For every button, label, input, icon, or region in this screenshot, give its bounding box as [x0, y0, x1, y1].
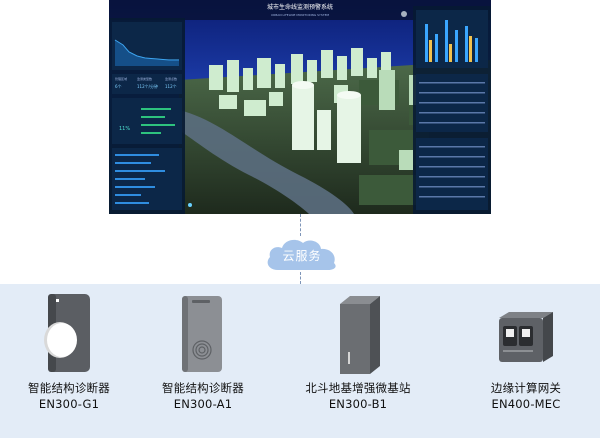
device-model-2: EN300-A1 — [173, 397, 233, 411]
cloud-icon — [267, 239, 336, 270]
diagnostic-device-a1-icon — [182, 296, 222, 372]
device-label-2: 智能结构诊断器 EN300-A1 — [148, 380, 258, 412]
device-model-3: EN300-B1 — [328, 397, 388, 411]
device-label-4: 边缘计算网关 EN400-MEC — [462, 380, 590, 412]
stat-value-1: 6个 — [115, 84, 122, 89]
stat-label-3: 监测点数 — [165, 76, 177, 81]
device-en300-b1 — [334, 290, 384, 382]
device-en300-a1 — [178, 290, 226, 380]
edge-gateway-icon — [499, 312, 553, 362]
dashboard-subtitle: URBAN LIFELINE MONITORING SYSTEM — [271, 13, 330, 17]
device-name-3: 北斗地基增强微基站 — [305, 381, 411, 395]
device-label-3: 北斗地基增强微基站 EN300-B1 — [292, 380, 424, 412]
dashboard-screenshot: 城市生命线监测预警系统 URBAN LIFELINE MONITORING SY… — [109, 0, 491, 214]
dashboard-title: 城市生命线监测预警系统 — [267, 3, 333, 11]
stat-label-1: 管理区域 — [115, 76, 127, 81]
device-model-4: EN400-MEC — [491, 397, 561, 411]
stat-percent: 11% — [119, 126, 130, 132]
cloud-label: 云服务 — [282, 248, 322, 263]
stat-value-2: 112个/分钟 — [137, 83, 158, 89]
device-label-1: 智能结构诊断器 EN300-G1 — [14, 380, 124, 412]
city-monitoring-dashboard: 城市生命线监测预警系统 URBAN LIFELINE MONITORING SY… — [109, 0, 491, 214]
device-en400-mec — [493, 308, 557, 370]
device-name-4: 边缘计算网关 — [490, 381, 562, 395]
stat-label-2: 监测类型数 — [137, 76, 152, 81]
connector-top — [300, 214, 301, 236]
device-name-1: 智能结构诊断器 — [28, 381, 110, 395]
device-model-1: EN300-G1 — [38, 397, 100, 411]
beidou-base-station-icon — [340, 296, 380, 374]
device-en300-g1 — [38, 290, 94, 378]
diagnostic-device-g1-icon — [44, 294, 90, 372]
device-name-2: 智能结构诊断器 — [162, 381, 244, 395]
stat-value-3: 112个 — [165, 84, 177, 89]
cloud-service: 云服务 — [262, 236, 342, 274]
connector-bottom — [300, 272, 301, 284]
